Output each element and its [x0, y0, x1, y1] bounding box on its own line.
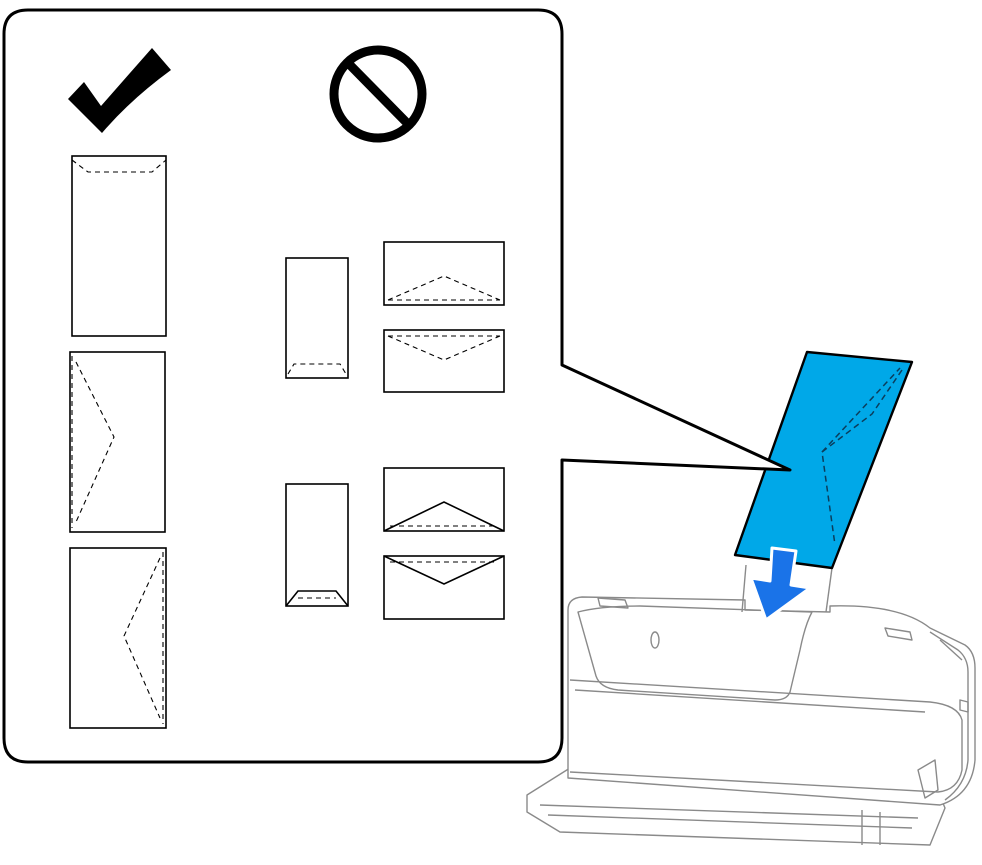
envelope-icon [69, 547, 167, 729]
envelope-icon [383, 467, 505, 532]
down-arrow-icon [749, 546, 812, 622]
checkmark-icon [68, 48, 171, 133]
envelope-icon [383, 329, 505, 393]
envelope-icon [383, 241, 505, 306]
envelope-icon [71, 155, 167, 337]
envelope-icon [285, 483, 349, 607]
allowed-envelopes [69, 155, 167, 729]
envelope-icon [383, 555, 505, 620]
prohibited-icon [329, 45, 427, 143]
prohibited-envelopes [285, 241, 505, 620]
scanner-icon [526, 564, 976, 846]
envelope-icon [285, 257, 349, 379]
envelope-icon [69, 351, 166, 533]
inserted-envelope [733, 350, 914, 570]
